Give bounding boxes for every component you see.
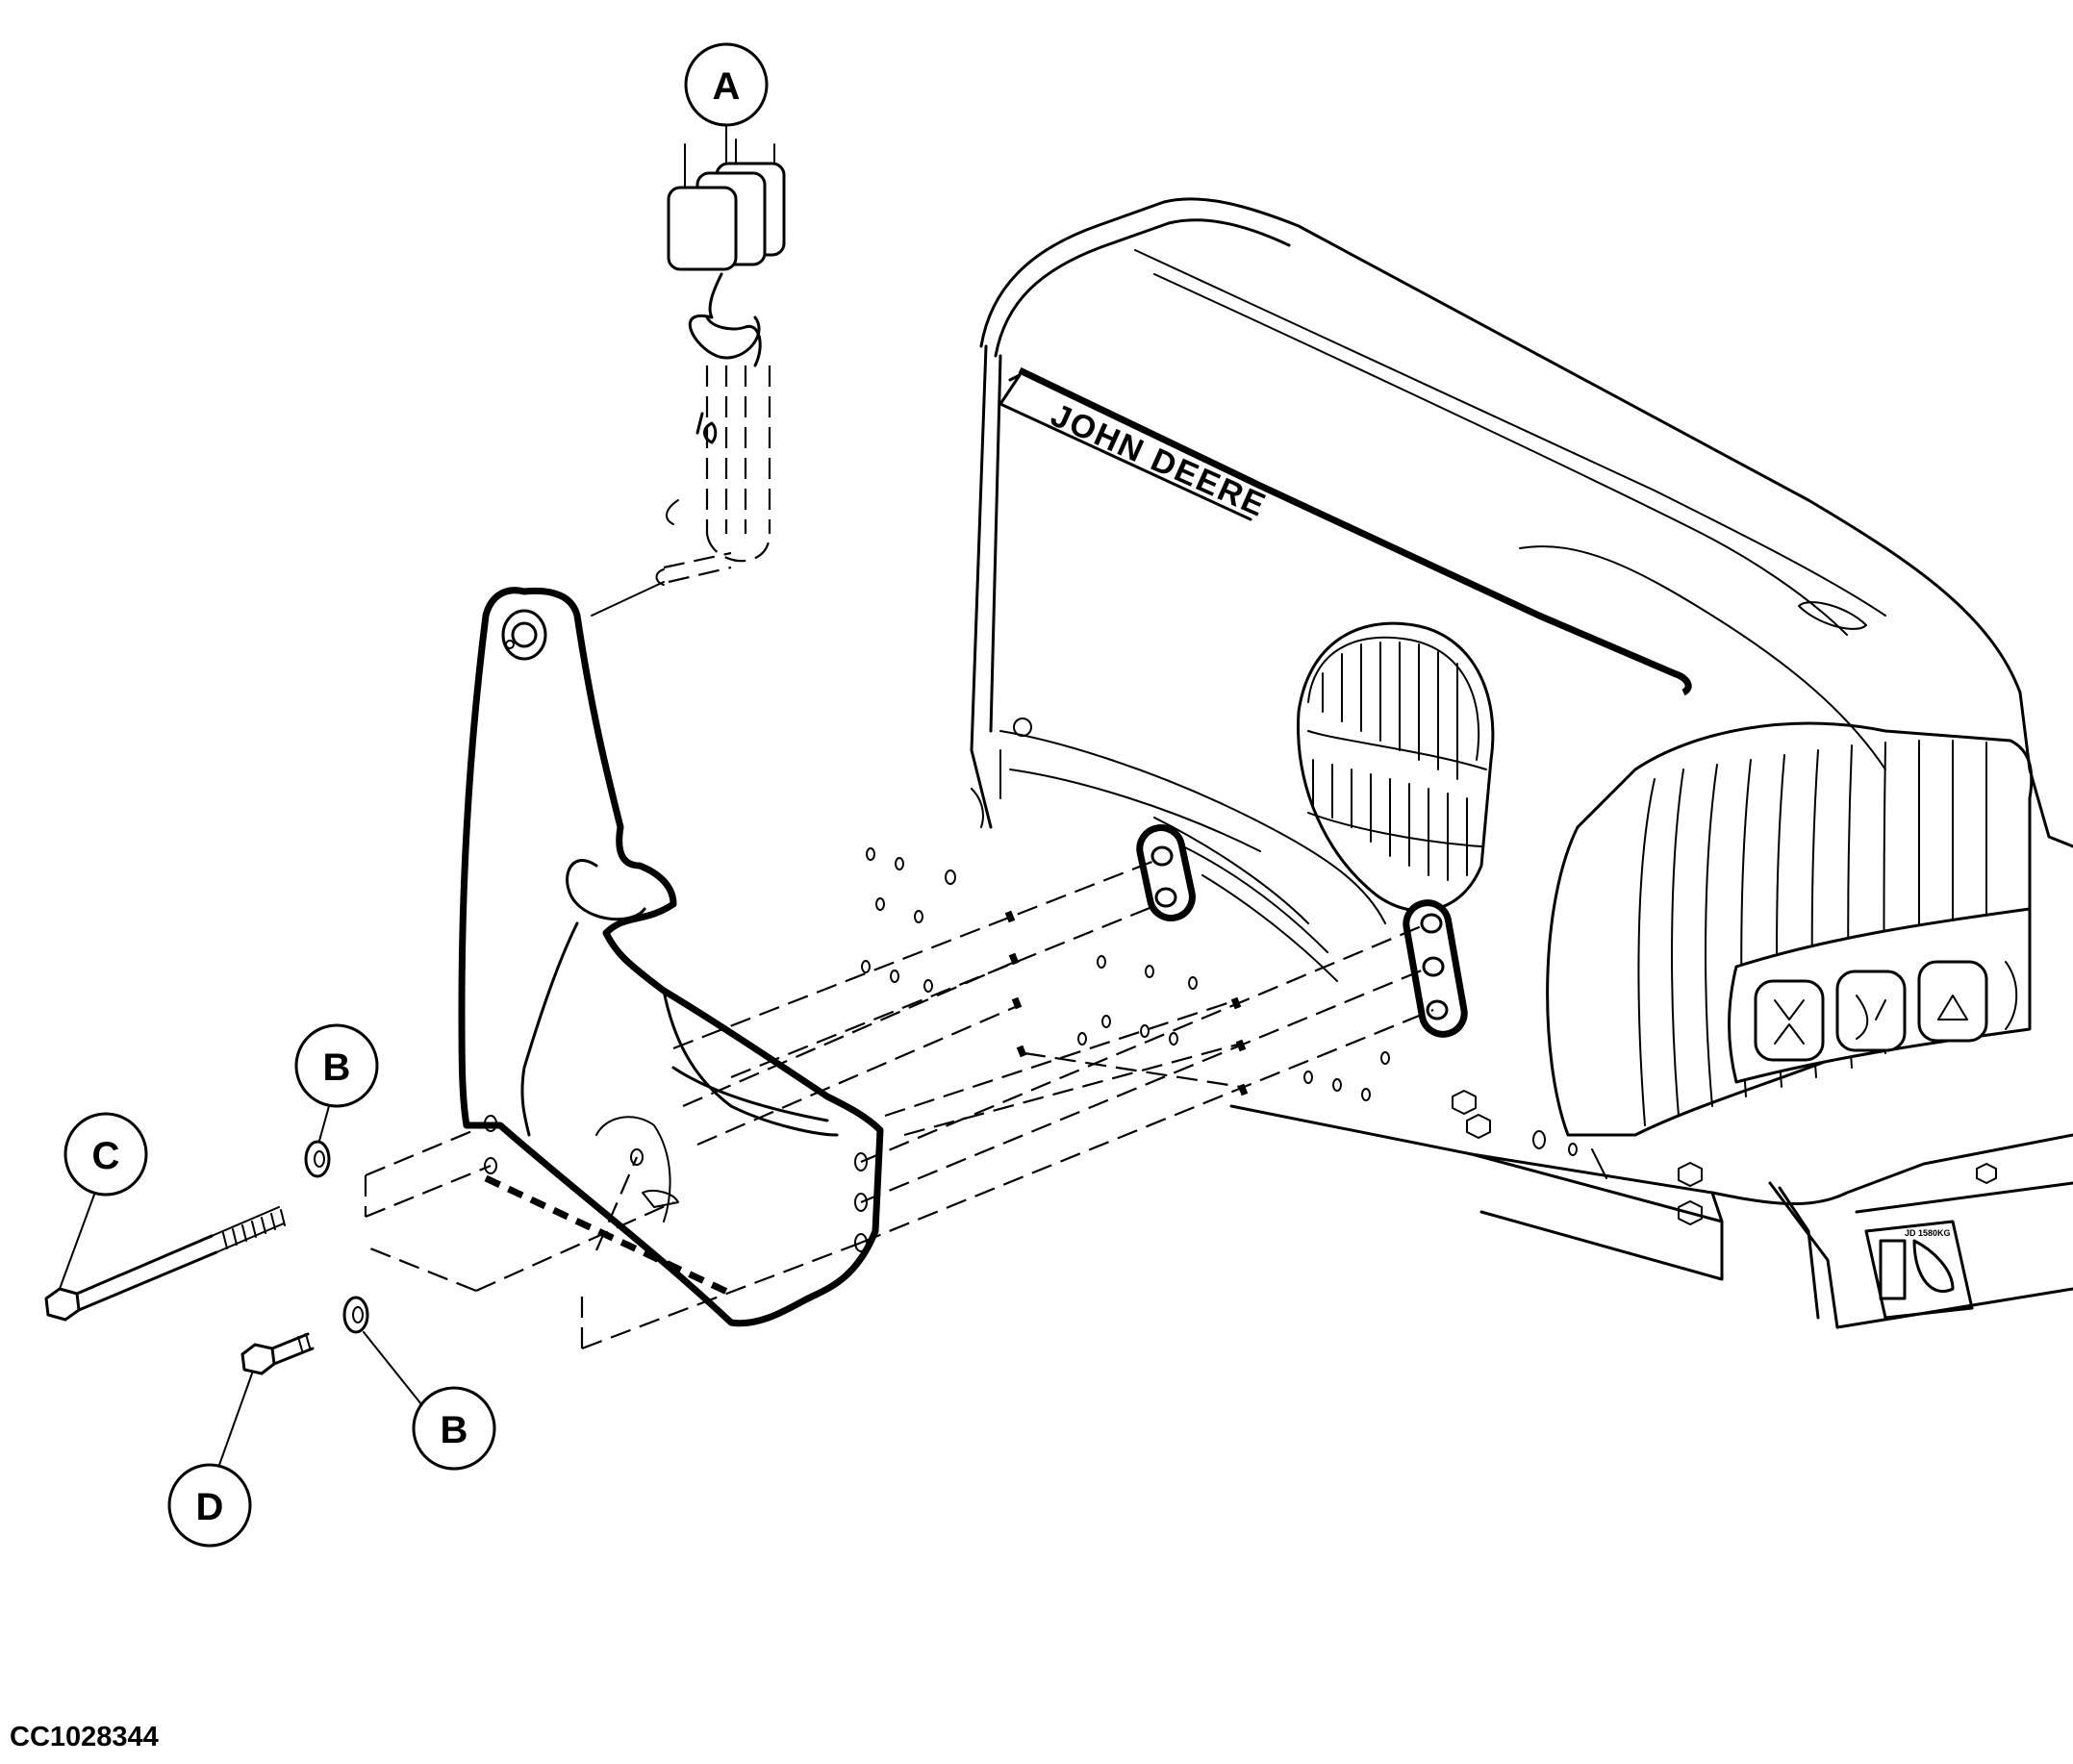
tractor-frame: JD 1580KG <box>861 847 2073 1329</box>
brand-label: JOHN DEERE <box>1046 397 1273 525</box>
callout-d: D <box>167 1373 253 1548</box>
callout-b-lower-label: B <box>441 1409 468 1451</box>
callout-d-label: D <box>196 1486 224 1528</box>
mounting-pad-upper <box>1136 824 1196 921</box>
brand-decal: JOHN DEERE <box>999 366 1692 696</box>
callout-b-lower: B <box>363 1331 496 1471</box>
frame-holes <box>861 847 1607 1179</box>
weight-bracket <box>458 587 884 1327</box>
side-vent <box>1297 621 1495 913</box>
callout-c: C <box>59 1112 148 1290</box>
short-bolt <box>240 1332 315 1375</box>
lifting-hoist <box>591 139 786 617</box>
spacer-nuts <box>1004 910 1249 1096</box>
long-bolt <box>44 1206 286 1322</box>
callout-c-label: C <box>92 1135 120 1177</box>
mounting-pad-lower <box>1403 899 1468 1038</box>
figure-id: CC1028344 <box>10 1722 159 1752</box>
callout-b-upper: B <box>294 1023 379 1142</box>
alignment-lines <box>364 859 1434 1350</box>
washer-upper <box>304 1140 331 1178</box>
callout-a-label: A <box>713 65 741 108</box>
hitch-label: JD 1580KG <box>1905 1228 1951 1238</box>
headlight-panel <box>1728 907 2032 1084</box>
washer-lower <box>342 1296 369 1334</box>
callout-a: A <box>684 42 769 163</box>
tractor-hood: JOHN DEERE <box>970 197 2073 1137</box>
callout-b-upper-label: B <box>323 1046 351 1089</box>
